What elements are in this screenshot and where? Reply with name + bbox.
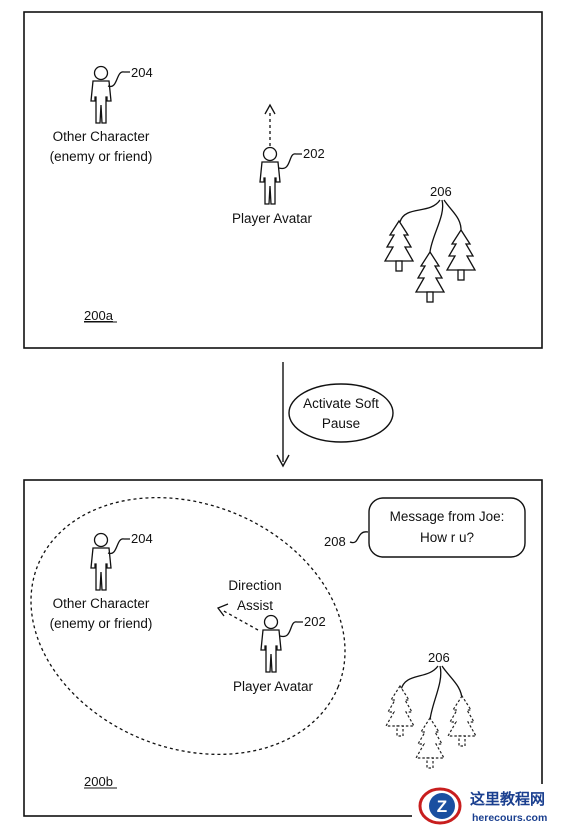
transition-arrow-head	[276, 454, 290, 468]
player-avatar-figure	[260, 614, 282, 673]
other-character-label-1: Other Character	[53, 596, 150, 611]
panel-b-frame	[23, 479, 543, 817]
direction-assist-label-1: Direction	[228, 578, 281, 593]
other-character-label-2: (enemy or friend)	[50, 149, 153, 164]
tree-faded-icon	[385, 685, 415, 737]
watermark-logo-ring	[418, 787, 462, 825]
player-avatar-leader	[279, 621, 303, 638]
soft-pause-transition: Activate Soft Pause	[276, 362, 394, 468]
player-avatar-figure	[259, 146, 281, 205]
player-avatar-ref: 202	[303, 146, 325, 161]
message-line-1: Message from Joe:	[390, 509, 505, 524]
tree-faded-icon	[447, 695, 477, 747]
activate-soft-pause-label-1: Activate Soft	[303, 396, 379, 411]
other-character-ref: 204	[131, 531, 153, 546]
direction-assist-arrow-line	[221, 609, 259, 631]
watermark-title: 这里教程网	[470, 790, 545, 808]
tree-icon	[384, 220, 414, 272]
movement-arrow-head	[264, 103, 276, 115]
panel-a-frame	[23, 11, 543, 349]
player-avatar-ref: 202	[304, 614, 326, 629]
message-ref: 208	[324, 534, 346, 549]
other-character-leader	[107, 538, 130, 555]
other-character-figure	[90, 65, 112, 124]
watermark-logo-disc	[429, 793, 455, 819]
tree-icon	[446, 229, 476, 281]
player-avatar-label: Player Avatar	[232, 211, 313, 226]
tree-leader-1	[399, 199, 441, 223]
other-character-ref: 204	[131, 65, 153, 80]
tree-faded-icon	[415, 717, 445, 769]
activate-soft-pause-label-2: Pause	[322, 416, 360, 431]
other-character-leader	[107, 71, 130, 88]
soft-pause-area-ellipse	[30, 496, 346, 756]
panel-a-ref: 200a	[84, 308, 114, 323]
tree-icon	[415, 251, 445, 303]
tree-leader-2	[429, 199, 444, 253]
message-bubble	[368, 497, 526, 558]
message-leader	[349, 531, 369, 544]
panel-200b: 204 Other Character (enemy or friend) Di…	[23, 479, 543, 817]
player-avatar-label: Player Avatar	[233, 679, 314, 694]
tree-leader-1	[400, 665, 439, 691]
tree-leader-3	[443, 199, 462, 233]
watermark-logo-letter: Z	[437, 797, 447, 816]
activate-soft-pause-bubble	[288, 383, 394, 443]
panel-b-ref: 200b	[84, 774, 113, 789]
other-character-label-1: Other Character	[53, 129, 150, 144]
trees-ref: 206	[428, 650, 450, 665]
direction-assist-arrow-head	[216, 603, 229, 617]
tree-leader-3	[441, 665, 463, 701]
player-avatar-leader	[278, 153, 302, 170]
tree-leader-2	[429, 665, 442, 721]
panel-200a: 204 Other Character (enemy or friend) 20…	[23, 11, 543, 349]
message-line-2: How r u?	[420, 530, 474, 545]
watermark: Z 这里教程网 herecours.com	[412, 784, 564, 828]
watermark-url: herecours.com	[472, 812, 547, 824]
direction-assist-label-2: Assist	[237, 598, 273, 613]
other-character-figure	[90, 532, 112, 591]
trees-ref: 206	[430, 184, 452, 199]
other-character-label-2: (enemy or friend)	[50, 616, 153, 631]
